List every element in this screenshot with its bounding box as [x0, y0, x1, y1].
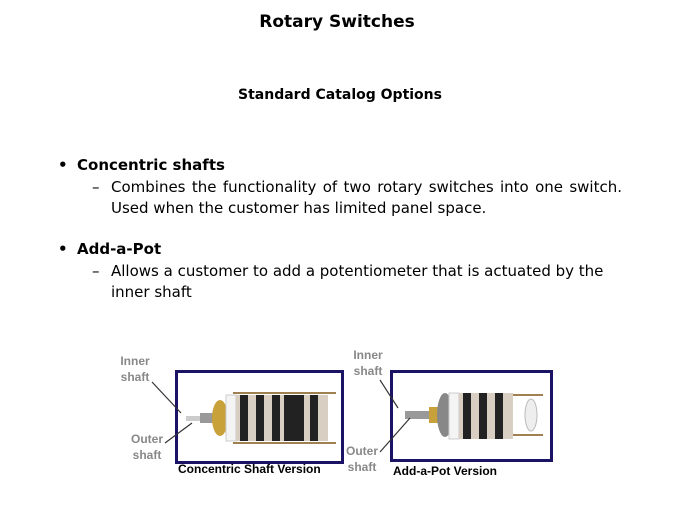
outer-shaft-label: Outer shaft	[345, 444, 378, 474]
outer-shaft-label: Outer shaft	[130, 432, 163, 462]
concentric-switch-image	[175, 370, 344, 464]
bullet-heading: Add-a-Pot	[77, 240, 162, 258]
slide-subtitle: Standard Catalog Options	[238, 87, 442, 103]
bullet-detail: Allows a customer to add a potentiometer…	[111, 262, 604, 301]
rotary-switch-drawing	[186, 392, 336, 444]
inner-shaft-label: Inner shaft	[353, 348, 383, 378]
sub-bullet: –Combines the functionality of two rotar…	[92, 178, 622, 217]
figure-caption: Add-a-Pot Version	[393, 464, 498, 478]
add-a-pot-image	[390, 370, 553, 462]
rotary-switch-pot-drawing	[405, 392, 543, 440]
sub-bullet: –Allows a customer to add a potentiomete…	[92, 261, 622, 303]
inner-shaft-label: Inner shaft	[120, 354, 150, 384]
bullet-concentric: •Concentric shafts	[58, 156, 225, 174]
bullet-add-a-pot: •Add-a-Pot	[58, 240, 162, 258]
bullet-heading: Concentric shafts	[77, 156, 225, 174]
slide-title: Rotary Switches	[259, 12, 415, 32]
bullet-detail: Combines the functionality of two rotary…	[111, 178, 622, 217]
figure-caption: Concentric Shaft Version	[178, 462, 321, 476]
